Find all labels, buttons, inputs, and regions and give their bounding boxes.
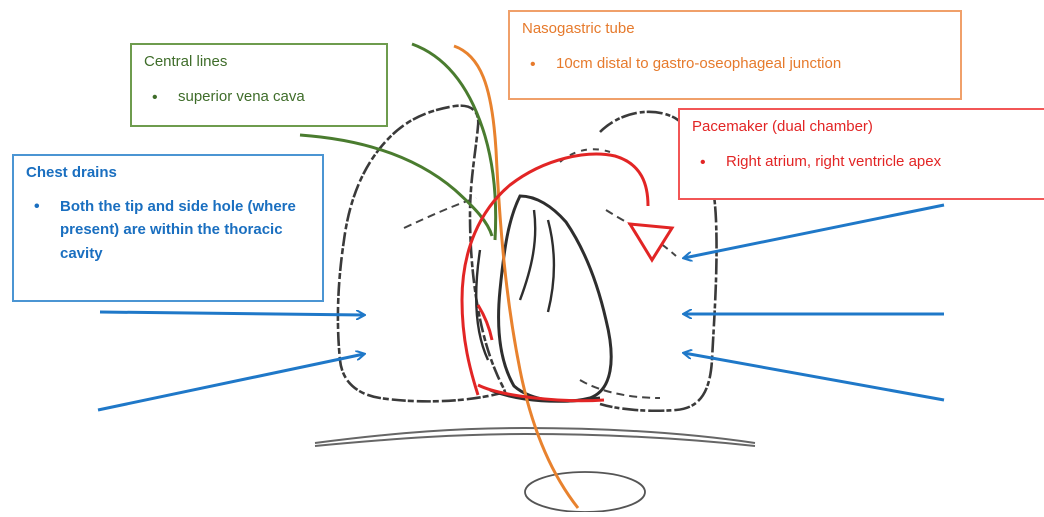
central-lines-box: Central lines superior vena cava	[130, 43, 388, 127]
pacemaker-title: Pacemaker (dual chamber)	[692, 118, 1032, 135]
lung-fissure-left	[404, 198, 476, 228]
pacemaker-item: Right atrium, right ventricle apex	[692, 151, 1032, 174]
nasogastric-tube-list: 10cm distal to gastro-oseophageal juncti…	[522, 53, 948, 76]
central-lines-list: superior vena cava	[144, 86, 374, 109]
pacemaker-box: Pacemaker (dual chamber) Right atrium, r…	[678, 108, 1044, 200]
chest-drains-list: Both the tip and side hole (where presen…	[26, 195, 310, 265]
central-lines-item: superior vena cava	[144, 86, 374, 109]
heart-outline	[499, 196, 612, 401]
nasogastric-tube-box: Nasogastric tube 10cm distal to gastro-o…	[508, 10, 962, 100]
drain-arrow-right-top	[684, 205, 944, 258]
nasogastric-tube-title: Nasogastric tube	[522, 20, 948, 37]
chest-drains-box: Chest drains Both the tip and side hole …	[12, 154, 324, 302]
drain-arrow-left-lower	[98, 354, 364, 410]
pacemaker-list: Right atrium, right ventricle apex	[692, 151, 1032, 174]
body-cross-section	[525, 472, 645, 512]
lung-marking-lower	[580, 380, 660, 398]
drain-arrow-right-low	[684, 353, 944, 400]
pacemaker-lead-atrium	[462, 154, 648, 395]
central-line-2	[300, 135, 492, 236]
chest-drains-item: Both the tip and side hole (where presen…	[26, 195, 310, 265]
nasogastric-tube-item: 10cm distal to gastro-oseophageal juncti…	[522, 53, 948, 76]
chest-drains-title: Chest drains	[26, 164, 310, 181]
central-lines-title: Central lines	[144, 53, 374, 70]
drain-arrow-left-upper	[100, 312, 364, 315]
pacemaker-arrowhead	[630, 224, 672, 260]
